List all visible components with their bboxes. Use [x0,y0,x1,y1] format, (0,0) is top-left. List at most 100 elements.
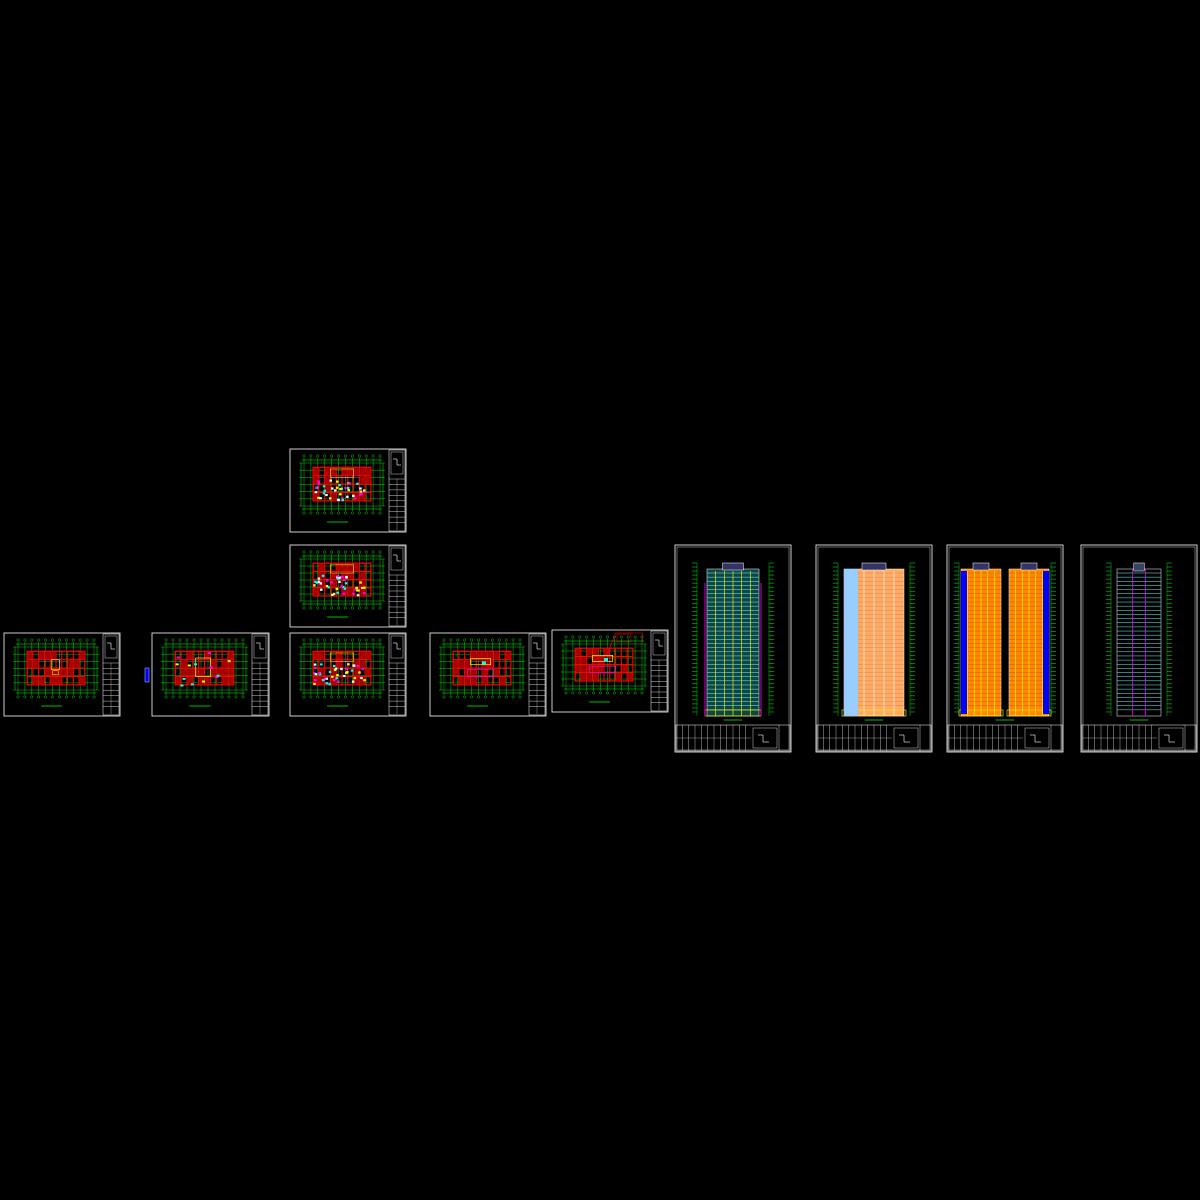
room-fill [365,652,371,659]
room-fill [494,668,499,676]
furniture-mark [332,592,336,595]
drawing-sheet-plan-7[interactable] [551,629,669,713]
room-fill [465,677,470,685]
axis-bubble [309,550,313,554]
room-fill [228,668,233,676]
drawing-sheet-plan-4[interactable] [289,544,407,628]
furniture-mark [313,672,316,675]
axis-bubble [192,695,196,699]
title-block [251,633,269,716]
axis-bubble [23,695,27,699]
furniture-mark [313,663,317,666]
room-fill [488,652,493,659]
room-fill [176,677,181,685]
axis-bubble [164,695,168,699]
axis-bubble [199,695,203,699]
roof-crown [1020,562,1038,571]
axis-bubble [171,638,175,642]
room-fill [187,677,192,685]
axis-bubble [330,511,334,515]
furniture-mark [328,670,332,674]
room-fill [74,660,79,668]
axis-bubble [316,550,320,554]
axis-bubble [316,511,320,515]
axis-bubble [302,695,306,699]
room-fill [331,580,336,587]
room-fill [360,476,365,484]
room-fill [337,564,342,571]
room-fill [575,665,581,672]
axis-bubble [309,695,313,699]
axis-bubble [364,454,368,458]
axis-bubble [640,691,644,695]
drawing-sheet-plan-2[interactable] [151,632,270,717]
room-fill [365,668,371,676]
axis-bubble [309,606,313,610]
axis-bubble [78,638,82,642]
furniture-mark [328,497,332,500]
axis-bubble [199,638,203,642]
logo-box [530,635,544,659]
furniture-mark [363,591,366,595]
balcony-outline [330,564,354,574]
room-fill [325,484,330,492]
drawing-sheet-plan-3[interactable] [289,448,407,533]
room-fill [627,673,633,681]
furniture-mark [332,664,336,668]
axis-bubble [442,638,446,642]
room-fill [199,668,204,676]
furniture-mark [347,663,350,666]
furniture-mark [336,674,339,677]
axis-bubble [585,691,589,695]
title-block [650,630,668,712]
axis-bubble [357,695,361,699]
axis-bubble [337,638,340,642]
axis-bubble [640,635,644,639]
axis-bubble [442,695,446,699]
room-fill [56,668,61,676]
drawing-sheet-elevation-4[interactable] [1080,544,1198,753]
drawing-sheet-elevation-2[interactable] [815,544,933,753]
room-fill [482,652,487,659]
room-fill [313,476,319,484]
drawing-sheet-plan-6[interactable] [429,632,547,717]
axis-bubble [71,695,75,699]
furniture-mark [337,498,340,502]
axis-bubble [51,695,54,699]
furniture-mark [330,581,333,584]
drawing-sheet-plan-1[interactable] [3,632,121,717]
room-fill [222,677,228,685]
axis-bubble [571,635,575,639]
furniture-mark [358,671,361,674]
axis-bubble [64,638,68,642]
axis-bubble [364,511,368,515]
room-fill [354,493,359,501]
room-fill [45,668,50,676]
drawing-sheet-elevation-1[interactable] [674,544,792,753]
room-fill [593,665,598,672]
furniture-mark [361,667,364,670]
furniture-mark [340,667,343,671]
axis-bubble [350,695,354,699]
axis-bubble [23,638,27,642]
axis-bubble [344,638,347,642]
core-stair [51,659,60,671]
room-fill [354,564,359,571]
axis-bubble [518,695,522,699]
title-block [388,545,406,627]
furniture-mark [317,580,321,583]
axis-bubble [378,454,382,458]
room-fill [360,580,365,587]
room-fill [365,468,371,475]
drawing-sheet-elevation-3[interactable] [946,544,1064,753]
drawing-sheet-plan-5[interactable] [289,632,407,717]
furniture-mark [319,588,323,591]
axis-bubble [449,695,453,699]
furniture-mark [348,482,351,485]
axis-bubble [227,638,231,642]
furniture-mark [343,587,347,590]
room-fill [313,468,319,475]
axis-bubble [178,695,182,699]
sheet-border [1080,544,1198,753]
